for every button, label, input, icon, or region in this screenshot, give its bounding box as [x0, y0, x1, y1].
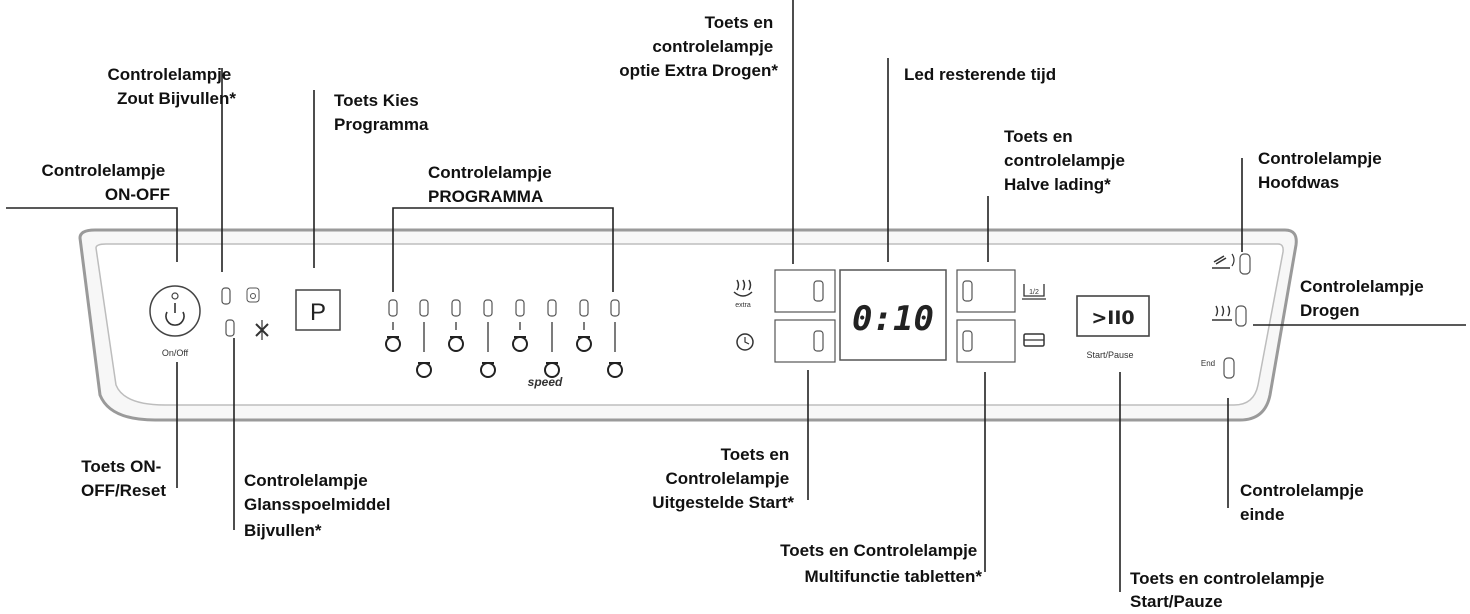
label-start-pause: Toets en controlelampje Start/Pauze	[1130, 569, 1329, 611]
program-icons	[385, 336, 623, 378]
program-lamp-1	[388, 299, 398, 317]
drying-lamp	[1235, 305, 1247, 327]
intensive-pot-icon	[385, 336, 401, 352]
leader-lines	[6, 0, 1466, 592]
program-lamp-6	[547, 299, 557, 317]
label-main-wash: Controlelampje Hoofdwas	[1258, 149, 1386, 192]
delayed-start-button[interactable]	[774, 319, 836, 363]
end-lamp	[1223, 357, 1235, 379]
glasses-icon	[576, 336, 592, 352]
label-extra-dry: Toets en controlelampje optie Extra Drog…	[619, 13, 778, 80]
end-caption: End	[1201, 359, 1215, 368]
start-pause-caption: Start/Pause	[1086, 350, 1133, 360]
baby-bottle-icon	[607, 362, 623, 378]
on-off-caption: On/Off	[162, 348, 189, 358]
program-lamps	[388, 299, 620, 352]
speed-icon	[544, 362, 560, 378]
glass-50-icon	[512, 336, 528, 352]
label-half-load: Toets en controlelampje Halve lading*	[1004, 127, 1130, 194]
steam-icon	[1212, 305, 1232, 321]
label-delayed-start: Toets en Controlelampje Uitgestelde Star…	[652, 445, 794, 512]
program-lamp-4	[483, 299, 493, 317]
program-lamp-5	[515, 299, 525, 317]
steam-extra-icon	[733, 279, 753, 297]
salt-icon	[246, 287, 260, 303]
rinse-aid-lamp	[225, 319, 235, 337]
program-select-button[interactable]: P	[295, 289, 341, 331]
label-drying: Controlelampje Drogen	[1300, 277, 1428, 320]
tablet-icon	[1023, 333, 1045, 347]
label-multi-tab: Toets en Controlelampje Multifunctie tab…	[780, 541, 982, 586]
extra-caption: extra	[735, 302, 751, 309]
extra-dry-button[interactable]	[774, 269, 836, 313]
label-salt: Controlelampje Zout Bijvullen*	[108, 65, 237, 108]
label-on-off-lamp: Controlelampje ON-OFF	[42, 161, 170, 204]
dish-cutlery-icon	[448, 336, 464, 352]
eco-wave-icon	[480, 362, 496, 378]
spray-arm-icon	[1212, 253, 1235, 269]
label-program-key: Toets Kies Programma	[334, 91, 429, 134]
display-time-value: 0:10	[852, 299, 934, 339]
start-pause-button[interactable]: >II0	[1076, 295, 1150, 337]
program-button-label: P	[310, 299, 326, 326]
main-wash-lamp	[1239, 253, 1251, 275]
salt-lamp	[221, 287, 231, 305]
label-on-off-key: Toets ON- OFF/Reset	[81, 457, 166, 500]
half-load-button[interactable]	[956, 269, 1016, 313]
time-display: 0:10	[839, 269, 947, 361]
rinse-aid-star-icon	[255, 320, 269, 340]
label-end-lamp: Controlelampje einde	[1240, 481, 1368, 524]
label-rinse-aid: Controlelampje Glansspoelmiddel Bijvulle…	[244, 471, 395, 540]
program-lamp-8	[610, 299, 620, 317]
start-pause-symbol: >II0	[1091, 307, 1134, 329]
on-off-button[interactable]	[149, 285, 201, 337]
half-load-icon	[1022, 284, 1046, 300]
label-time-led: Led resterende tijd	[904, 65, 1056, 84]
half-caption: 1/2	[1029, 289, 1039, 296]
program-lamp-2	[419, 299, 429, 317]
pot-icon	[416, 362, 432, 378]
program-lamp-7	[579, 299, 589, 317]
program-lamp-3	[451, 299, 461, 317]
label-program-lamp: Controlelampje PROGRAMMA	[428, 163, 556, 206]
multi-tab-button[interactable]	[956, 319, 1016, 363]
power-icon	[165, 303, 185, 326]
clock-icon	[736, 333, 754, 351]
speed-caption: speed	[528, 375, 563, 389]
